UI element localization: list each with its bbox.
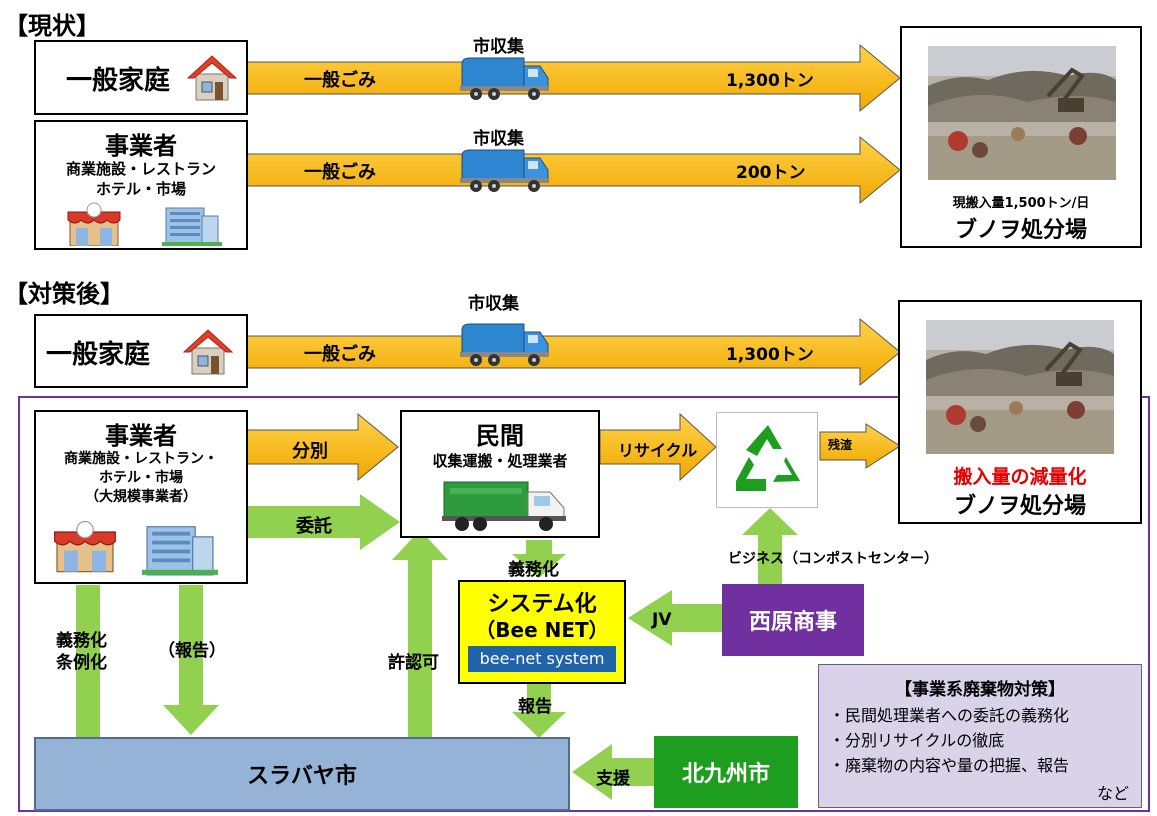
after-business-sub1: 商業施設・レストラン・ <box>64 451 218 467</box>
arrow-current-household <box>237 43 901 113</box>
arrow-obligation <box>512 540 566 578</box>
after-collect-label: 市収集 <box>468 294 519 314</box>
current-waste-label-1: 一般ごみ <box>304 70 376 91</box>
current-amount-label-2: 200トン <box>736 163 806 183</box>
landfill-photo <box>928 46 1116 180</box>
current-amount-label-1: 1,300トン <box>726 71 814 91</box>
building-icon <box>142 526 218 576</box>
obligation-label: 義務化 <box>508 560 559 580</box>
current-business-box: 事業者 商業施設・レストラン ホテル・市場 <box>34 120 248 250</box>
recycle-label: リサイクル <box>618 441 698 460</box>
permit-label: 許認可 <box>388 653 439 673</box>
arrow-business-compost <box>742 508 798 584</box>
measures-box: 【事業系廃棄物対策】 ・民間処理業者への委託の義務化 ・分別リサイクルの徹底 ・… <box>818 664 1142 808</box>
arrow-jv <box>628 590 722 646</box>
measures-list: ・民間処理業者への委託の義務化 ・分別リサイクルの徹底 ・廃棄物の内容や量の把握… <box>829 703 1069 778</box>
after-landfill-name: ブノヲ処分場 <box>953 494 1086 519</box>
after-household-label: 一般家庭 <box>46 340 151 370</box>
after-business-sub3: （大規模事業者） <box>85 489 197 505</box>
arrow-residue <box>819 423 901 469</box>
measures-item: ・民間処理業者への委託の義務化 <box>829 706 1070 725</box>
shop-icon <box>54 520 116 573</box>
current-collect-label-2: 市収集 <box>473 129 524 149</box>
private-title: 民間 <box>476 422 524 450</box>
kitakyushu-box: 北九州市 <box>654 736 798 808</box>
system-box: システム化 （Bee NET） bee-net system <box>458 580 626 684</box>
system-title: システム化 <box>487 592 597 617</box>
current-landfill-name: ブノヲ処分場 <box>954 218 1087 243</box>
arrow-sort <box>237 412 399 482</box>
current-waste-label-2: 一般ごみ <box>304 162 376 183</box>
arrow-recycle <box>599 412 717 482</box>
landfill-photo <box>926 320 1114 454</box>
business-compost-label: ビジネス（コンポストセンター） <box>728 551 938 567</box>
current-landfill-box: 現搬入量1,500トン/日 ブノヲ処分場 <box>900 26 1142 248</box>
current-business-sub1: 商業施設・レストラン <box>65 160 216 178</box>
system-subtitle: （Bee NET） <box>475 618 609 642</box>
left-arrow-label-2: 条例化 <box>56 653 107 673</box>
arrow-report <box>512 684 566 738</box>
left-arrow-label-1: 義務化 <box>56 631 107 651</box>
after-business-box: 事業者 商業施設・レストラン・ ホテル・市場 （大規模事業者） <box>34 410 248 584</box>
sort-label: 分別 <box>292 441 328 462</box>
recycle-box <box>716 412 818 508</box>
bee-net-logo: bee-net system <box>468 646 616 672</box>
current-business-sub2: ホテル・市場 <box>95 180 186 198</box>
garbage-truck-icon <box>460 149 549 192</box>
after-amount-label: 1,300トン <box>726 345 814 365</box>
current-household-label: 一般家庭 <box>66 66 171 96</box>
arrow-permit <box>392 530 448 737</box>
kitakyushu-label: 北九州市 <box>681 762 770 787</box>
after-waste-label: 一般ごみ <box>304 344 376 365</box>
support-label: 支援 <box>596 769 630 789</box>
current-collect-label-1: 市収集 <box>473 37 524 57</box>
section-title-current: 【現状】 <box>4 12 100 40</box>
recycle-icon <box>736 425 800 491</box>
private-sub: 収集運搬・処理業者 <box>432 452 568 470</box>
after-landfill-reduction: 搬入量の減量化 <box>953 466 1087 488</box>
after-business-sub2: ホテル・市場 <box>99 470 183 486</box>
arrow-support <box>572 744 654 800</box>
arrow-entrust <box>238 494 400 550</box>
arrow-report-paren <box>163 585 219 735</box>
surabaya-label: スラバヤ市 <box>247 764 357 789</box>
current-landfill-intake: 現搬入量1,500トン/日 <box>952 196 1090 211</box>
measures-item: ・廃棄物の内容や量の把握、報告 <box>829 756 1070 775</box>
section-title-after: 【対策後】 <box>4 280 124 308</box>
house-icon <box>186 55 238 101</box>
surabaya-box: スラバヤ市 <box>34 737 570 811</box>
garbage-truck-icon <box>460 57 549 100</box>
private-operator-box: 民間 収集運搬・処理業者 <box>400 410 600 538</box>
measures-item: ・分別リサイクルの徹底 <box>829 731 1005 750</box>
entrust-label: 委託 <box>296 516 332 537</box>
current-business-title: 事業者 <box>105 132 177 160</box>
collection-truck-icon <box>442 481 566 531</box>
arrow-after-household <box>237 317 901 387</box>
garbage-truck-icon <box>460 323 549 366</box>
nishihara-box: 西原商事 <box>722 584 864 656</box>
measures-title: 【事業系廃棄物対策】 <box>895 680 1065 700</box>
shop-icon <box>67 202 121 246</box>
jv-label: JV <box>652 610 672 630</box>
house-icon <box>182 329 234 375</box>
arrow-current-business <box>237 135 901 205</box>
nishihara-label: 西原商事 <box>748 610 837 635</box>
measures-etc: など <box>1097 784 1130 803</box>
after-household-box: 一般家庭 <box>34 314 248 388</box>
after-business-title: 事業者 <box>105 422 177 450</box>
after-landfill-box: 搬入量の減量化 ブノヲ処分場 <box>898 300 1142 524</box>
residue-label: 残渣 <box>828 438 853 452</box>
report-paren-label: （報告） <box>158 641 226 661</box>
current-household-box: 一般家庭 <box>34 40 248 115</box>
arrow-left-line <box>76 585 100 737</box>
left-arrow-label: 義務化 条例化 <box>56 630 107 674</box>
business-measures-frame <box>18 396 1150 812</box>
building-icon <box>162 207 222 246</box>
report-label: 報告 <box>518 697 552 717</box>
